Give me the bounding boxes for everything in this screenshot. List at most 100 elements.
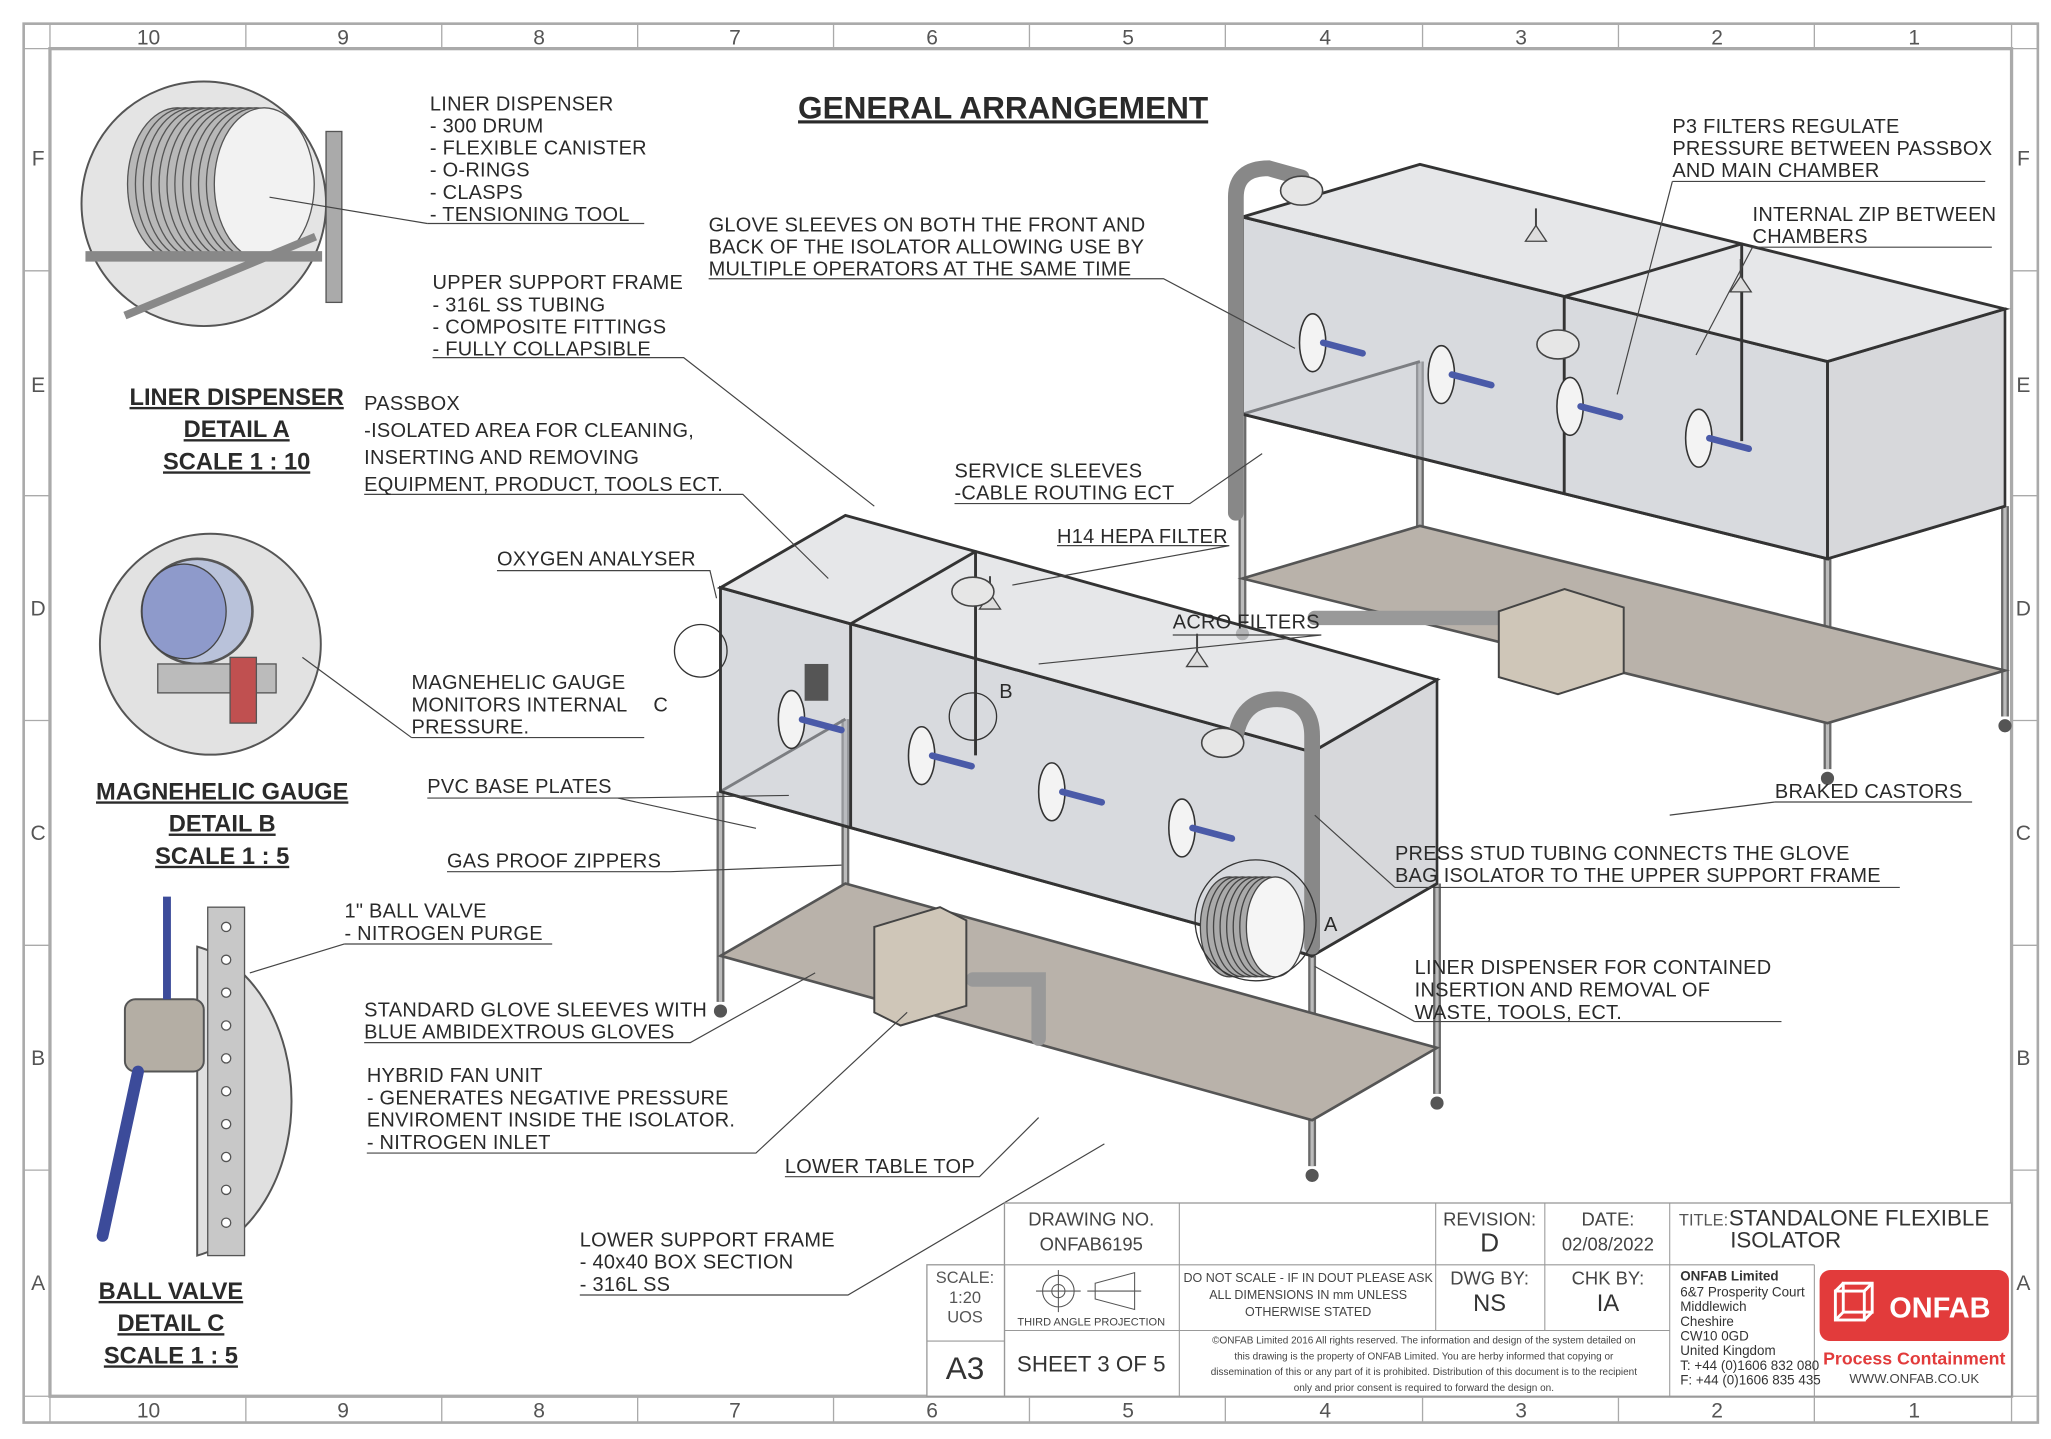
annotation-1-line: - 316L SS TUBING [433,294,606,316]
zone-column-top: 7 [729,27,741,50]
annotation-20-line: - 40x40 BOX SECTION [580,1252,794,1274]
detail-c-view [96,896,293,1257]
liner-dispenser-drum [1194,859,1317,982]
annotation-0-line: - FLEXIBLE CANISTER [430,138,647,160]
address-line: T: +44 (0)1606 832 080 [1680,1358,1819,1373]
copyright-line: ©ONFAB Limited 2016 All rights reserved.… [1212,1336,1635,1347]
annotation-20-line: - 316L SS [580,1274,670,1296]
title-label: TITLE: [1679,1211,1728,1229]
front-isolator [713,513,1444,1182]
zone-column-bottom: 2 [1711,1399,1723,1422]
callout-c: C [653,694,668,716]
drawing-no: ONFAB6195 [1040,1233,1143,1254]
annotation-3-line: P3 FILTERS REGULATE [1672,116,1899,138]
glove [1059,788,1106,806]
company-name: ONFAB Limited [1680,1269,1778,1284]
note-line-3: OTHERWISE STATED [1245,1305,1371,1319]
back-isolator [1235,162,2012,785]
leader-line [1012,545,1230,586]
leader-line [496,570,718,599]
leader-line [617,797,757,829]
detail-c-marker [673,623,728,678]
chk-by-label: CHK BY: [1572,1268,1645,1289]
leader-line [249,943,345,974]
annotation-16-line: WASTE, TOOLS, ECT. [1415,1002,1622,1024]
annotation-17-line: BLUE AMBIDEXTROUS GLOVES [364,1022,674,1044]
address-line: United Kingdom [1680,1343,1775,1358]
annotation-1-line: UPPER SUPPORT FRAME [433,272,684,294]
zone-column-bottom: 6 [926,1399,938,1422]
detail-b-heading: DETAIL B [169,812,276,838]
scale-unit: UOS [947,1309,983,1327]
zone-row-right: E [2016,374,2030,397]
revision-label: REVISION: [1443,1208,1536,1229]
outer-border [22,22,2040,1424]
zone-column-bottom: 5 [1122,1399,1134,1422]
zone-row-right: D [2016,597,2031,620]
annotation-18-line: ENVIROMENT INSIDE THE ISOLATOR. [367,1110,735,1132]
paper-size: A3 [946,1350,985,1386]
annotation-20-line: LOWER SUPPORT FRAME [580,1229,835,1251]
zone-row-left: D [31,597,46,620]
annotation-1-line: - FULLY COLLAPSIBLE [433,339,651,361]
annotation-18-line: - NITROGEN INLET [367,1132,551,1154]
zone-row-right: C [2016,822,2031,845]
chamber-top [716,513,1441,754]
callout-b: B [999,681,1013,703]
detail-a-view [80,80,343,328]
zone-column-bottom: 3 [1515,1399,1527,1422]
hepa-duct-back [1227,160,1310,521]
date-label: DATE: [1582,1208,1635,1229]
leader-line [364,972,816,1044]
company-address: 6&7 Prosperity CourtMiddlewichCheshireCW… [1680,1284,1821,1387]
date-value: 02/08/2022 [1562,1233,1654,1254]
zone-column-bottom: 4 [1319,1399,1331,1422]
annotation-1-line: - COMPOSITE FITTINGS [433,316,667,338]
leader-line [1616,181,1673,395]
leader-line [708,278,1296,349]
exhaust-pipe [965,610,1533,1046]
hepa-filter-icon [1279,175,1324,206]
zone-column-top: 3 [1515,27,1527,50]
glove [1448,371,1495,389]
leader-line [366,1011,908,1154]
annotation-0-line: - CLASPS [430,182,523,204]
leader-line [784,1117,1040,1178]
annotation-0-line: - TENSIONING TOOL [430,204,630,226]
detail-a-heading: DETAIL A [184,417,290,443]
glove [1706,434,1753,453]
copyright-line: only and prior consent is required to fo… [1294,1383,1554,1394]
leader-line [1669,801,1775,816]
castor-icon [1305,1168,1319,1182]
annotation-14-line: BAG ISOLATOR TO THE UPPER SUPPORT FRAME [1395,865,1881,887]
annotation-2-line: MULTIPLE OPERATORS AT THE SAME TIME [709,259,1132,281]
hepa-filter-icon [1200,727,1245,759]
copyright-line: dissemination of this or any part of it … [1211,1367,1637,1378]
isometric-views [673,160,2012,1182]
page-title: GENERAL ARRANGEMENT [798,89,1208,125]
acro-filter [1524,224,1548,242]
leader-line [579,1143,1105,1296]
zone-column-top: 5 [1122,27,1134,50]
leader-lines [249,180,1992,1296]
scale-value: 1:20 [949,1289,981,1307]
annotation-5-line: INSERTING AND REMOVING [364,447,639,469]
annotations: LINER DISPENSER- 300 DRUM- FLEXIBLE CANI… [96,93,1996,1369]
leader-line [954,453,1263,505]
glove [798,716,845,734]
copyright-line: this drawing is the property of ONFAB Li… [1234,1351,1614,1362]
annotation-0-line: - O-RINGS [430,160,530,182]
address-line: Middlewich [1680,1299,1746,1314]
drawing-title-line-2: ISOLATOR [1730,1228,1841,1253]
annotation-9-line: ACRO FILTERS [1173,611,1320,633]
scale-label: SCALE: [936,1269,994,1287]
oxygen-analyser-icon [804,663,829,701]
logo-tagline: Process Containment [1823,1349,2005,1369]
zone-column-top: 1 [1908,27,1920,50]
annotation-4-line: INTERNAL ZIP BETWEEN [1753,204,1997,226]
glove [1189,824,1236,842]
chamber-top [1236,162,2011,364]
sheet-number: SHEET 3 OF 5 [1017,1351,1166,1376]
